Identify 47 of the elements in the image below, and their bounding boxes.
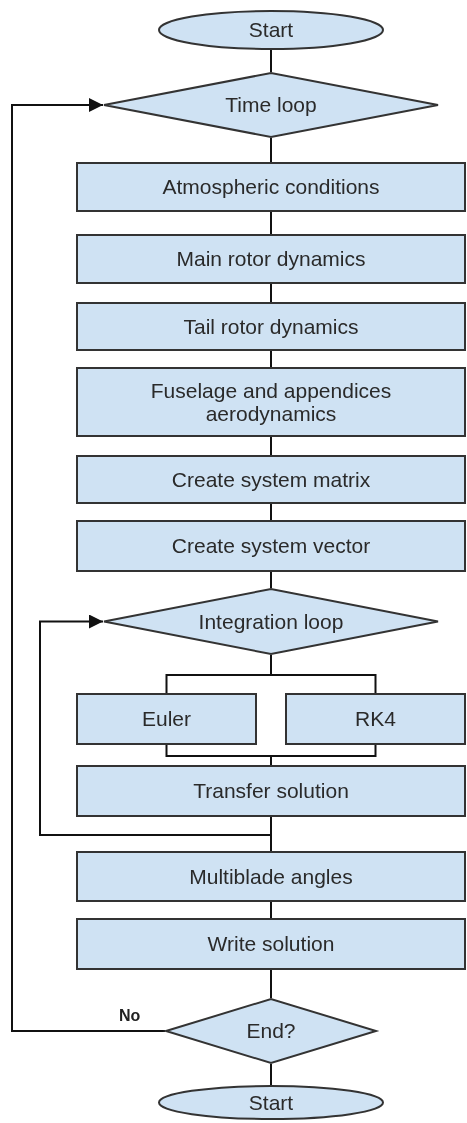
process-box: [76, 765, 466, 817]
node-label: Integration loop: [198, 609, 344, 634]
connector-line: [270, 49, 272, 73]
connector-line: [270, 283, 272, 303]
node-label: Create system vector: [171, 534, 371, 558]
node-label: Atmospheric conditions: [162, 175, 380, 199]
connector-line: [270, 571, 272, 589]
connector-line: [270, 744, 377, 766]
connector-line: [270, 901, 272, 919]
node-label: Start: [248, 1090, 294, 1115]
terminal-ellipse: [158, 1085, 384, 1120]
connector-line: [270, 436, 272, 456]
arrow: [39, 614, 272, 836]
decision-diamond: [103, 72, 439, 138]
connector-line: [270, 816, 272, 852]
node-label: RK4: [355, 707, 396, 731]
node-label: Transfer solution: [193, 779, 349, 803]
process-box: [76, 851, 466, 902]
terminal-ellipse: [158, 10, 384, 50]
process-box: [76, 234, 466, 284]
node-label: Multiblade angles: [189, 864, 353, 889]
connector-line: [270, 137, 272, 163]
node-label: Time loop: [225, 93, 317, 117]
connector-line: [270, 503, 272, 521]
process-box: [76, 520, 466, 572]
node-label: Fuselage and appendices aerodynamics: [149, 378, 393, 426]
connector-line: [270, 211, 272, 235]
decision-diamond: [103, 588, 439, 655]
connector-line: [270, 969, 272, 999]
process-box: [76, 162, 466, 212]
node-label: End?: [246, 1019, 296, 1043]
process-box: [76, 367, 466, 437]
process-box: [76, 302, 466, 351]
process-box: [285, 693, 466, 745]
node-label: Euler: [142, 707, 191, 731]
arrow: [11, 98, 166, 1032]
node-label: Start: [248, 18, 294, 42]
decision-diamond: [165, 998, 377, 1064]
connector-line: [270, 1063, 272, 1086]
process-box: [76, 693, 257, 745]
node-label: Write solution: [207, 932, 335, 956]
process-box: [76, 455, 466, 504]
node-label: Main rotor dynamics: [176, 247, 366, 271]
node-label: Tail rotor dynamics: [183, 314, 359, 339]
process-box: [76, 918, 466, 970]
connector-line: [270, 350, 272, 368]
node-label: Create system matrix: [171, 467, 371, 492]
